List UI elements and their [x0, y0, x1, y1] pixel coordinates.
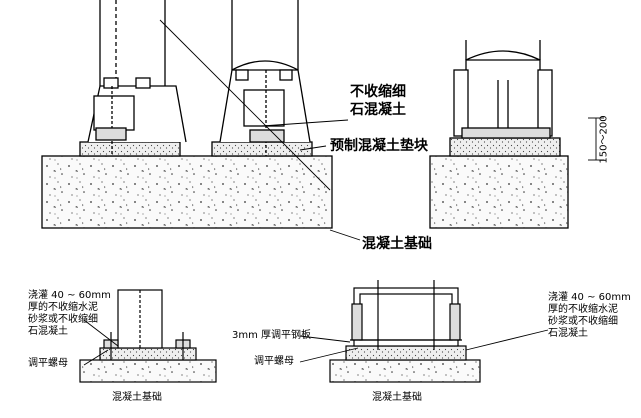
lower-right-nut-label: 调平螺母 [254, 356, 294, 367]
lower-left-note-line4: 石混凝土 [28, 326, 68, 337]
lower-left-foundation [79, 359, 217, 383]
upper-foundation-slab-left [41, 155, 333, 229]
upper-column-1 [79, 0, 187, 157]
upper-column-3 [449, 40, 561, 157]
lower-right-note-line3: 砂浆或不收缩细 [548, 316, 618, 327]
lower-right-note-line2: 厚的不收缩水泥 [548, 304, 618, 315]
upper-column-2 [211, 0, 313, 157]
lower-left-note-line2: 厚的不收缩水泥 [28, 302, 98, 313]
grout-label-line1: 不收缩细 [350, 84, 406, 100]
lower-left-nut-label: 调平螺母 [28, 358, 68, 369]
lower-left-note-line1: 浇灌 40 ~ 60mm [28, 290, 111, 301]
upper-foundation-label: 混凝土基础 [362, 236, 432, 252]
leveling-plate-label: 3mm 厚调平钢板 [232, 330, 312, 341]
lower-right-diagram [299, 280, 549, 383]
upper-diagram [41, 0, 604, 241]
lower-left-note-line3: 砂浆或不收缩细 [28, 314, 98, 325]
lower-right-foundation [329, 359, 481, 383]
lower-left-diagram [79, 289, 217, 383]
dimension-label: 150～200 [598, 115, 610, 164]
grout-label-line2: 石混凝土 [350, 102, 406, 118]
lower-left-foundation-label: 混凝土基础 [112, 392, 162, 403]
lower-right-note-line4: 石混凝土 [548, 328, 588, 339]
precast-pad-label: 预制混凝土垫块 [330, 138, 428, 154]
lower-right-note-line1: 浇灌 40 ~ 60mm [548, 292, 631, 303]
upper-foundation-slab-right [429, 155, 569, 229]
lower-right-foundation-label: 混凝土基础 [372, 392, 422, 403]
